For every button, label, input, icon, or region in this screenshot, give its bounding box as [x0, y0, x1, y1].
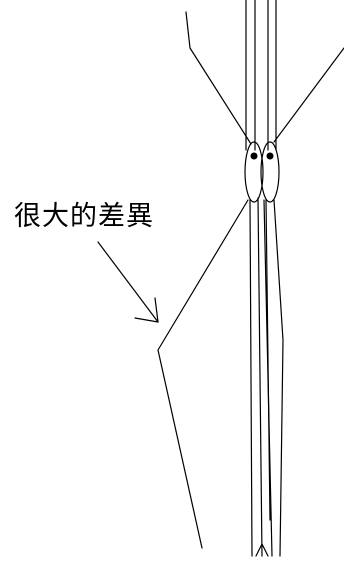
left-eye-ellipse — [244, 141, 264, 203]
body-line-5 — [263, 199, 273, 557]
right-eye-ellipse — [260, 141, 280, 203]
left-upper-line — [185, 11, 252, 145]
left-leg-line — [157, 199, 249, 549]
body-line-1 — [249, 199, 253, 557]
arrow-line — [97, 241, 159, 323]
body-line-2 — [257, 197, 263, 557]
arrow-head — [134, 297, 159, 323]
body-line-4 — [273, 199, 284, 557]
bottom-tip — [255, 543, 269, 557]
right-eye-dot — [266, 152, 274, 160]
right-upper-line — [273, 47, 344, 143]
annotation-label: 很大的差異 — [14, 201, 154, 232]
left-eye-dot — [250, 152, 258, 160]
